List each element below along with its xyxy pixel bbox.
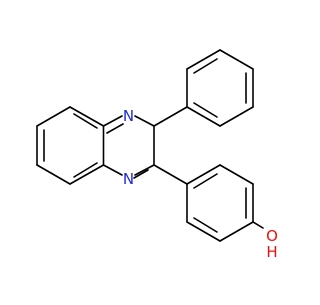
bond xyxy=(36,164,71,185)
bond-lines xyxy=(36,49,264,242)
bond xyxy=(186,49,221,70)
bond xyxy=(69,164,105,185)
atom-label-hydrogen: H xyxy=(266,243,277,261)
structure-canvas: N N O H xyxy=(36,49,278,261)
bond-inner xyxy=(193,217,218,233)
bond-oh xyxy=(252,221,264,229)
bond xyxy=(186,221,221,242)
bond-inner xyxy=(193,58,218,74)
bond-inner xyxy=(193,102,218,118)
bond xyxy=(153,106,188,127)
bond xyxy=(219,49,254,70)
atom-label-nitrogen-bottom: N xyxy=(123,170,134,188)
bond-inner xyxy=(133,169,149,179)
molecule-structure: N N O H xyxy=(36,49,278,261)
bond xyxy=(186,106,221,127)
atom-label-oxygen: O xyxy=(266,227,278,245)
bond xyxy=(69,106,105,127)
bond xyxy=(102,115,123,127)
bond-inner xyxy=(73,113,98,129)
bond xyxy=(219,106,254,127)
bond xyxy=(186,164,221,185)
atom-label-nitrogen-top: N xyxy=(123,107,134,125)
bond xyxy=(153,164,188,185)
bond xyxy=(219,221,254,242)
bond-inner xyxy=(73,162,98,178)
bond-inner xyxy=(106,123,124,134)
bond xyxy=(219,164,254,185)
bond xyxy=(102,164,123,176)
bond xyxy=(36,106,71,127)
bond xyxy=(134,164,155,176)
bond-inner xyxy=(193,173,218,189)
bond xyxy=(134,115,155,127)
